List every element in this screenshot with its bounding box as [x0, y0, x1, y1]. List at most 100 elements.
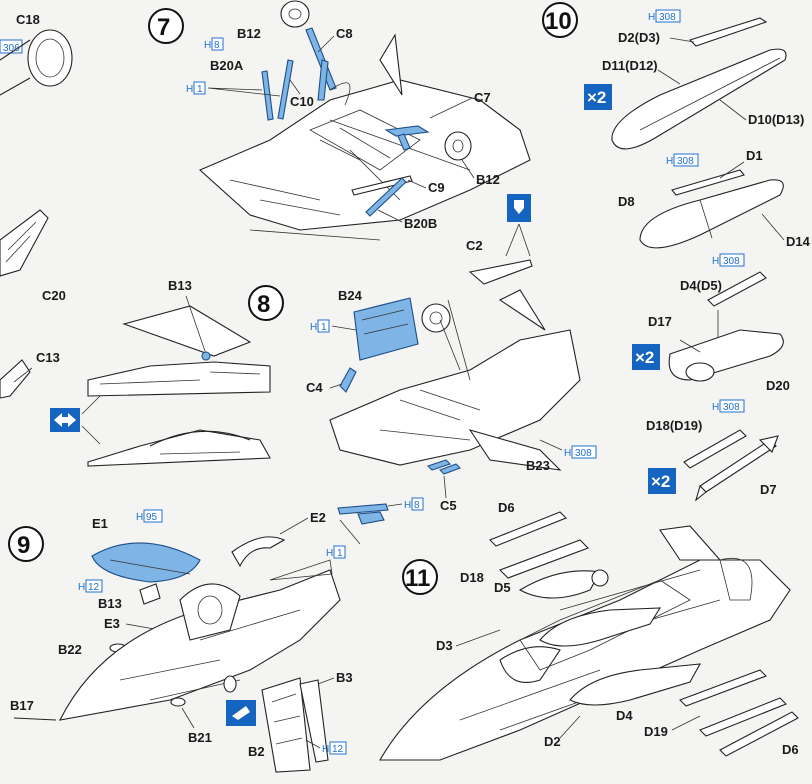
svg-text:H: H: [712, 256, 719, 267]
label-C9: C9: [428, 180, 445, 195]
svg-text:308: 308: [575, 448, 592, 459]
label-B22: B22: [58, 642, 82, 657]
pylon-D1: [671, 169, 745, 196]
paint-code-h95: H 95: [136, 509, 163, 523]
svg-text:H: H: [186, 84, 193, 95]
paint-code-h308-c: H 308: [712, 253, 745, 267]
label-E2: E2: [310, 510, 326, 525]
label-D8: D8: [618, 194, 635, 209]
fuselage-step11: [379, 559, 791, 761]
canopy-open: [122, 305, 252, 357]
label-D5: D5: [494, 580, 511, 595]
label-D18: D18: [460, 570, 484, 585]
paint-code-h8-step7: H 8: [204, 37, 224, 51]
label-D2: D2: [544, 734, 561, 749]
label-B20B: B20B: [404, 216, 437, 231]
label-B17: B17: [10, 698, 34, 713]
fuselage-closed-view: [87, 429, 271, 467]
missile-D6-bottom: [719, 711, 799, 757]
paint-code-h1-step8: H 1: [310, 319, 330, 333]
label-C4: C4: [306, 380, 323, 395]
paint-code-h12-b: H 12: [322, 741, 347, 755]
svg-text:×2: ×2: [635, 348, 654, 367]
pylon-D18-installed: [499, 539, 589, 579]
multiplier-badge-2: ×2: [632, 344, 660, 370]
wheel-B12-top: [280, 0, 310, 28]
label-B21: B21: [188, 730, 212, 745]
paint-code-h1-inset: H 1: [326, 545, 346, 559]
flip-icon: [226, 700, 256, 726]
label-C18: C18: [16, 12, 40, 27]
svg-text:H: H: [648, 12, 655, 23]
label-B12-top: B12: [237, 26, 261, 41]
svg-text:H: H: [404, 500, 411, 511]
step-9: 9 E1 H 95 E2 H 12 B13 E3 B22 B17: [8, 509, 353, 773]
label-C10: C10: [290, 94, 314, 109]
svg-text:H: H: [712, 402, 719, 413]
svg-text:95: 95: [146, 512, 158, 523]
step-number-10: 10: [545, 8, 572, 35]
compare-arrows-icon: [50, 395, 101, 445]
link-C4: [339, 367, 357, 393]
detail-rod: [337, 503, 389, 515]
fuel-tank-D10: [611, 48, 787, 150]
step-11: 11 D6 D18 D5 D3 D4 D19 D2 D6: [379, 500, 799, 761]
multiplier-badge-3: ×2: [648, 468, 676, 494]
svg-text:12: 12: [332, 744, 344, 755]
rod-B20A: [261, 70, 274, 121]
svg-text:1: 1: [197, 84, 203, 95]
fuselage-step7: [198, 79, 531, 231]
label-D17: D17: [648, 314, 672, 329]
pylon-D2: [688, 17, 768, 47]
bracket-C7: [384, 125, 430, 137]
label-C2: C2: [466, 238, 483, 253]
svg-text:H: H: [78, 582, 85, 593]
step-8: 8 B13 B24 H 1 C4: [50, 194, 597, 559]
multiplier-badge-1: ×2: [584, 84, 612, 110]
pylon-D18: [683, 429, 747, 469]
paint-code-h308-b: H 308: [666, 153, 699, 167]
label-D6-bottom: D6: [782, 742, 799, 757]
wheel-B12-right: [444, 131, 472, 161]
fuselage-step9: [59, 569, 341, 721]
label-B3: B3: [336, 670, 353, 685]
label-B13-step8: B13: [168, 278, 192, 293]
part-E2: [231, 536, 286, 568]
svg-text:308: 308: [723, 256, 740, 267]
svg-text:H: H: [204, 40, 211, 51]
fuselage-open-view: [87, 361, 271, 397]
ladder-B3: [299, 679, 329, 763]
label-E3: E3: [104, 616, 120, 631]
missile-D19: [679, 669, 767, 707]
label-D19: D19: [644, 724, 668, 739]
label-D6-top: D6: [498, 500, 515, 515]
label-B20A: B20A: [210, 58, 244, 73]
label-D14: D14: [786, 234, 811, 249]
step-number-9: 9: [17, 532, 30, 559]
label-B24: B24: [338, 288, 363, 303]
svg-text:308: 308: [723, 402, 740, 413]
clip-C5: [426, 459, 452, 471]
label-B23: B23: [526, 458, 550, 473]
nozzle-part: [27, 29, 73, 87]
label-D20: D20: [766, 378, 790, 393]
paint-code-h12-a: H 12: [78, 579, 103, 593]
svg-text:H: H: [310, 322, 317, 333]
label-D4: D4: [616, 708, 633, 723]
paint-code-h8-step8: H 8: [404, 497, 424, 511]
svg-text:×2: ×2: [587, 88, 606, 107]
label-B13-step9: B13: [98, 596, 122, 611]
missile-D6-top: [489, 511, 567, 547]
svg-text:306: 306: [3, 43, 20, 54]
svg-text:H: H: [322, 744, 329, 755]
svg-text:H: H: [666, 156, 673, 167]
marker-icon: [507, 194, 531, 222]
svg-text:308: 308: [659, 12, 676, 23]
svg-text:1: 1: [337, 548, 343, 559]
svg-text:H: H: [326, 548, 333, 559]
label-C7: C7: [474, 90, 491, 105]
label-D3: D3: [436, 638, 453, 653]
svg-text:8: 8: [214, 40, 220, 51]
